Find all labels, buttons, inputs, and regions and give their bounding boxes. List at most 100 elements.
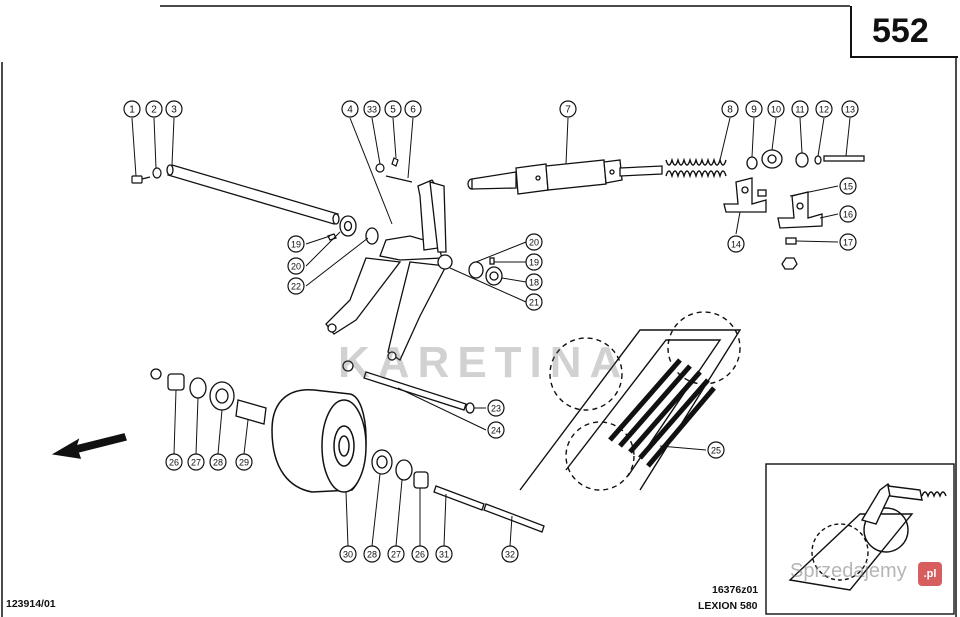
callout-label: 18 [529, 278, 539, 288]
callout-label: 24 [491, 426, 501, 436]
callout-28: 28 [209, 453, 227, 471]
callout-1: 1 [123, 100, 141, 118]
callout-circle [404, 100, 422, 118]
callout-27: 27 [187, 453, 205, 471]
callout-label: 27 [391, 550, 401, 560]
callout-18: 18 [525, 273, 543, 291]
callout-27: 27 [387, 545, 405, 563]
callout-26: 26 [411, 545, 429, 563]
callout-circle [363, 545, 381, 563]
part-washer-2 [152, 167, 162, 179]
callout-31: 31 [435, 545, 453, 563]
callout-label: 20 [291, 262, 301, 272]
callout-circle [839, 205, 857, 223]
watermark-karetina: KARETINA [338, 338, 630, 387]
callout-label: 29 [239, 458, 249, 468]
callout-14: 14 [727, 235, 745, 253]
callout-5: 5 [384, 100, 402, 118]
watermark-logo-badge: .pl [918, 562, 942, 586]
callout-label: 16 [843, 210, 853, 220]
page-number: 552 [872, 12, 929, 50]
leader-lines [131, 117, 851, 547]
callout-label: 26 [415, 550, 425, 560]
callout-circle [559, 100, 577, 118]
callout-circle [707, 441, 725, 459]
callout-label: 9 [751, 105, 757, 116]
callout-circle [287, 277, 305, 295]
callout-20: 20 [287, 257, 305, 275]
direction-arrow [51, 433, 127, 459]
callout-label: 23 [491, 404, 501, 414]
callout-circle [435, 545, 453, 563]
callout-circle [384, 100, 402, 118]
callout-label: 22 [291, 282, 301, 292]
part-bushing-22 [327, 215, 379, 245]
callout-circle [839, 177, 857, 195]
callout-label: 25 [711, 446, 721, 456]
callout-circle [525, 273, 543, 291]
callout-label: 20 [529, 238, 539, 248]
callout-23: 23 [487, 399, 505, 417]
callout-circle [487, 399, 505, 417]
watermark-sprzedajemy: Sprzedajemy [790, 560, 907, 583]
callout-label: 26 [169, 458, 179, 468]
inset-view [765, 463, 955, 615]
callout-circle [487, 421, 505, 439]
callout-label: 32 [505, 550, 515, 560]
page-number-box [850, 6, 958, 58]
callout-label: 5 [390, 105, 396, 116]
callout-circle [525, 293, 543, 311]
callout-circle [745, 100, 763, 118]
drawing-id: 16376z01 [712, 584, 759, 596]
callout-label: 31 [439, 550, 449, 560]
callout-12: 12 [815, 100, 833, 118]
part-lever-bracket-4 [325, 179, 453, 361]
callout-circle [525, 253, 543, 271]
callout-circle [165, 100, 183, 118]
callout-label: 8 [727, 105, 733, 116]
callout-circle [839, 233, 857, 251]
callout-circle [791, 100, 809, 118]
callout-label: 30 [343, 550, 353, 560]
callout-2: 2 [145, 100, 163, 118]
callout-circle [123, 100, 141, 118]
callout-label: 19 [529, 258, 539, 268]
callout-label: 11 [795, 105, 804, 115]
document-id: 123914/01 [6, 598, 56, 610]
callout-circle [187, 453, 205, 471]
callout-label: 14 [731, 240, 741, 250]
part-telescopic-rod-7 [467, 159, 663, 195]
callout-19: 19 [525, 253, 543, 271]
callout-circle [841, 100, 859, 118]
callout-circle [727, 235, 745, 253]
callout-label: 2 [151, 105, 157, 116]
model-name: LEXION 580 [698, 600, 758, 612]
callout-20: 20 [525, 233, 543, 251]
callout-label: 27 [191, 458, 201, 468]
part-bolt-1 [131, 175, 151, 184]
callout-8: 8 [721, 100, 739, 118]
part-shafts-31-32 [433, 485, 545, 533]
callout-26: 26 [165, 453, 183, 471]
callout-circle [815, 100, 833, 118]
part-spring-8 [665, 157, 727, 179]
callout-label: 6 [410, 105, 416, 116]
watermark-sprzedajemy-text: Sprzedajemy [790, 560, 907, 582]
callout-25: 25 [707, 441, 725, 459]
part-long-shaft [166, 164, 340, 225]
callout-circle [363, 100, 381, 118]
callout-11: 11 [791, 100, 809, 118]
callout-circle [145, 100, 163, 118]
callout-label: 12 [819, 105, 829, 115]
part-brackets-14-16 [723, 177, 823, 270]
callout-label: 15 [843, 182, 853, 192]
callout-30: 30 [339, 545, 357, 563]
callout-label: 28 [213, 458, 223, 468]
callout-circle [209, 453, 227, 471]
callout-9: 9 [745, 100, 763, 118]
callout-circle [287, 257, 305, 275]
callout-label: 21 [529, 298, 539, 308]
callout-circle [235, 453, 253, 471]
